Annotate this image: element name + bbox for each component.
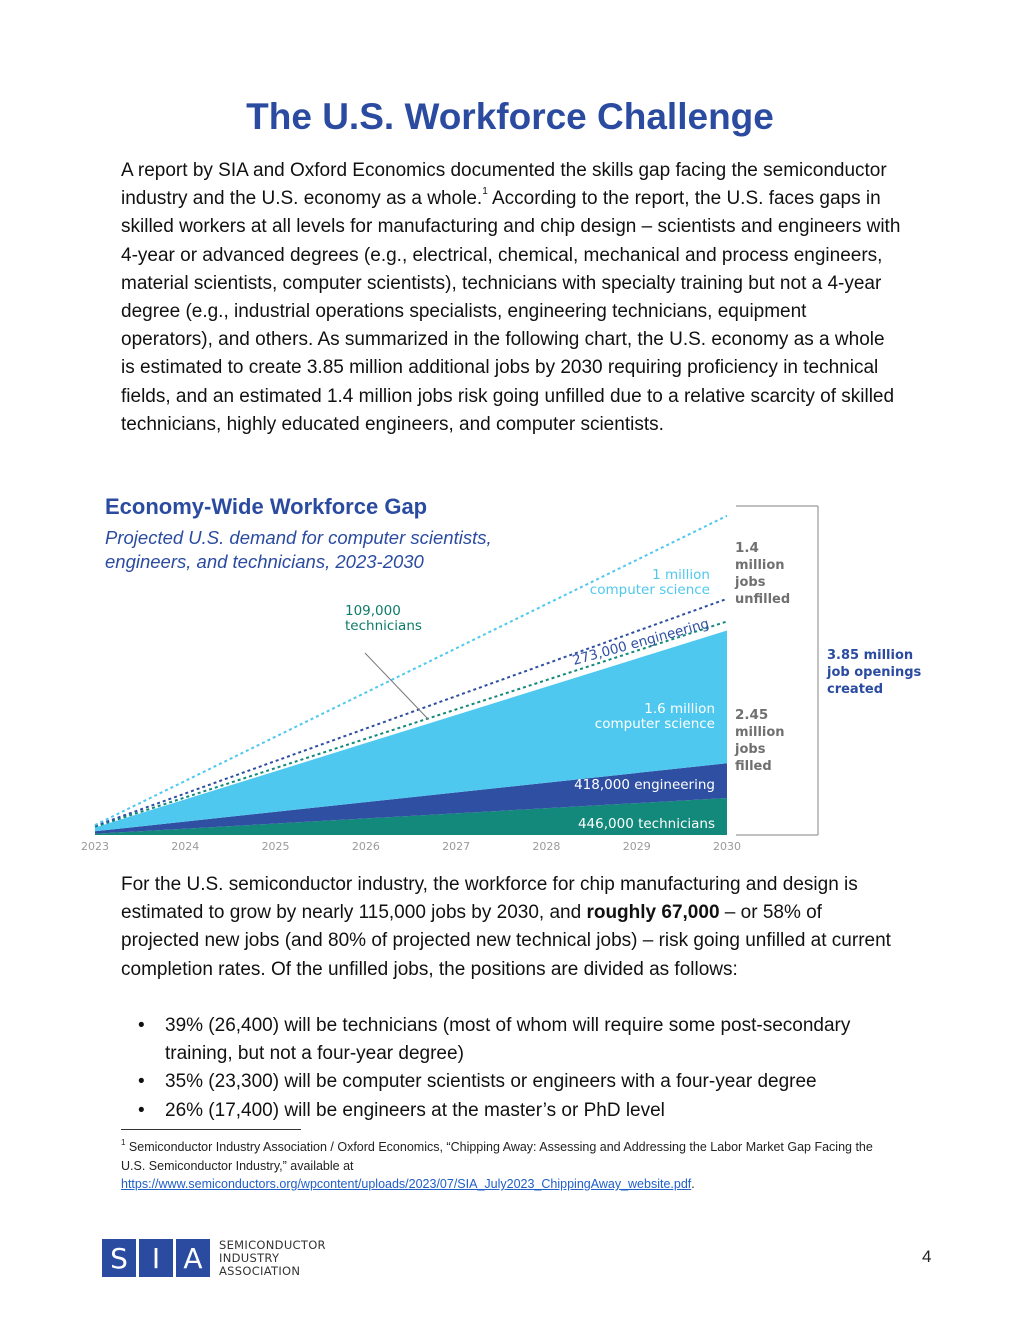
- logo-line: INDUSTRY: [219, 1250, 280, 1265]
- line-unfilled-engineering: [94, 597, 728, 827]
- total-unfilled-line: million: [735, 558, 785, 573]
- chart-dashed-lines: [94, 514, 728, 828]
- chart-subtitle: Projected U.S. demand for computer scien…: [105, 527, 492, 572]
- logo-wordmark: SEMICONDUCTOR INDUSTRY ASSOCIATION: [219, 1237, 326, 1278]
- logo-letter-i: I: [139, 1239, 173, 1277]
- footnote-text: Semiconductor Industry Association / Oxf…: [121, 1140, 873, 1173]
- total-created-line: job openings: [826, 665, 922, 680]
- total-created-line: 3.85 million: [827, 648, 913, 663]
- label-filled-cs-2: computer science: [595, 716, 715, 732]
- para2-text-a: For the U.S. semiconductor industry, the…: [121, 874, 858, 924]
- x-tick-label: 2024: [171, 840, 199, 853]
- footnote-ref[interactable]: 1: [482, 186, 488, 198]
- area-engineering: [95, 763, 727, 834]
- x-tick-label: 2030: [713, 840, 741, 853]
- intro-text-a: A report by SIA and Oxford Economics doc…: [121, 160, 887, 210]
- x-tick-label: 2026: [352, 840, 380, 853]
- bullet-text: 35% (23,300) will be computer scientists…: [165, 1071, 817, 1093]
- total-unfilled-line: 1.4: [735, 540, 759, 556]
- workforce-gap-chart: 446,000 technicians 418,000 engineering 1.…: [81, 505, 922, 853]
- x-tick-label: 2025: [262, 840, 290, 853]
- total-filled-line: million: [735, 725, 785, 740]
- chart-totals: 1.4 million jobs unfilled 2.45 million jobs fil…: [734, 505, 922, 836]
- footnote: 1 Semiconductor Industry Association / O…: [121, 1138, 881, 1194]
- intro-text-b: According to the report, the U.S. faces …: [121, 188, 901, 435]
- bullet-glyph: •: [138, 1099, 145, 1121]
- label-filled-technicians: 446,000 technicians: [578, 816, 715, 832]
- total-created-line: created: [827, 682, 883, 697]
- label-filled-cs-1: 1.6 million: [644, 701, 715, 717]
- callout-leader-technicians: [364, 652, 429, 720]
- chart-areas: [95, 630, 727, 835]
- total-filled-line: 2.45: [735, 707, 768, 723]
- unfilled-breakdown-list: • 39% (26,400) will be technicians (most …: [121, 1012, 901, 1125]
- bullet-glyph: •: [138, 1015, 145, 1036]
- x-axis-ticks: 2023 2024 2025 2026 2027 2028 2029 2030: [81, 840, 741, 853]
- list-item: • 39% (26,400) will be technicians (most …: [121, 1012, 901, 1068]
- total-filled-line: filled: [735, 759, 772, 774]
- list-item: • 26% (17,400) will be engineers at the m…: [121, 1097, 901, 1125]
- x-tick-label: 2029: [623, 840, 651, 853]
- page-number: 4: [922, 1247, 932, 1266]
- label-unfilled-cs-2: computer science: [590, 582, 710, 598]
- line-unfilled-technicians: [94, 620, 728, 828]
- label-filled-engineering: 418,000 engineering: [574, 777, 715, 793]
- logo-line: ASSOCIATION: [219, 1263, 301, 1278]
- footnote-divider: [121, 1129, 301, 1130]
- bullet-text: 39% (26,400) will be technicians (most o…: [165, 1015, 851, 1065]
- sia-logo: S I A SEMICONDUCTOR INDUSTRY ASSOCIATION: [102, 1238, 326, 1278]
- footnote-number: 1: [121, 1138, 126, 1147]
- intro-paragraph: A report by SIA and Oxford Economics doc…: [121, 157, 901, 439]
- footnote-link[interactable]: https://www.semiconductors.org/wpcontent…: [121, 1177, 692, 1191]
- total-unfilled-line: unfilled: [735, 592, 790, 607]
- list-item: • 35% (23,300) will be computer scientist…: [121, 1068, 901, 1096]
- chart-title: Economy-Wide Workforce Gap: [105, 494, 428, 519]
- para2-text-b: – or 58% of projected new jobs (and 80% …: [121, 902, 891, 980]
- area-technicians: [95, 797, 727, 835]
- total-filled-line: jobs: [734, 742, 766, 757]
- label-unfilled-cs-1: 1 million: [652, 567, 710, 583]
- footnote-end: .: [691, 1177, 695, 1191]
- semiconductor-paragraph: For the U.S. semiconductor industry, the…: [121, 871, 901, 984]
- para2-bold: roughly 67,000: [586, 902, 720, 924]
- x-tick-label: 2028: [532, 840, 560, 853]
- page-title: The U.S. Workforce Challenge: [246, 96, 774, 137]
- x-tick-label: 2023: [81, 840, 109, 853]
- bullet-text: 26% (17,400) will be engineers at the ma…: [165, 1099, 665, 1121]
- logo-letter-s: S: [102, 1239, 136, 1277]
- bullet-glyph: •: [138, 1071, 145, 1093]
- logo-letter-a: A: [176, 1239, 210, 1277]
- area-computer-science: [95, 630, 727, 832]
- total-unfilled-line: jobs: [734, 575, 766, 590]
- x-tick-label: 2027: [442, 840, 470, 853]
- logo-line: SEMICONDUCTOR: [219, 1237, 326, 1252]
- label-unfilled-technicians-2: technicians: [345, 618, 422, 634]
- label-unfilled-technicians-1: 109,000: [345, 603, 401, 619]
